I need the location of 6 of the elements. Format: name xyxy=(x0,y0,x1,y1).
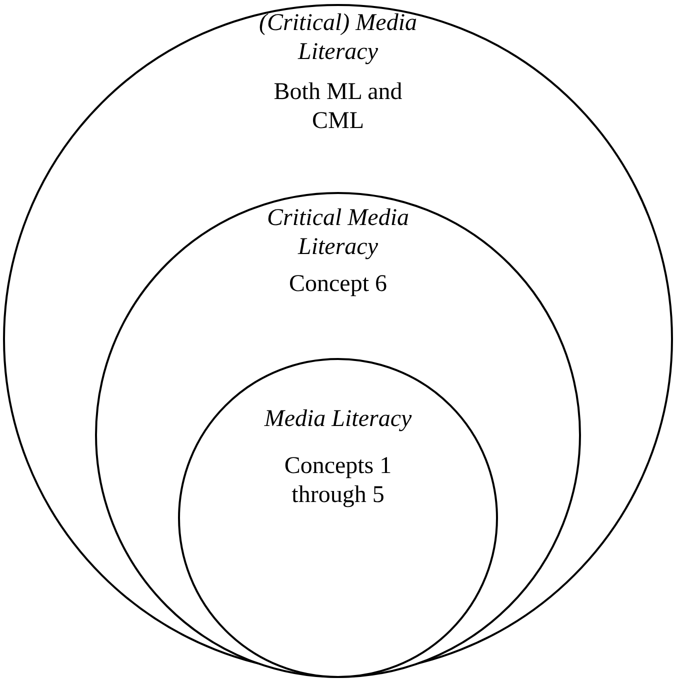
set-title: Critical Media Literacy xyxy=(266,204,410,262)
set-description: Both ML and CML xyxy=(272,78,404,136)
set-title: Media Literacy xyxy=(263,405,413,434)
set-title: (Critical) Media Literacy xyxy=(258,9,418,67)
set-description: Concept 6 xyxy=(288,270,388,299)
set-description: Concepts 1 through 5 xyxy=(283,452,393,510)
